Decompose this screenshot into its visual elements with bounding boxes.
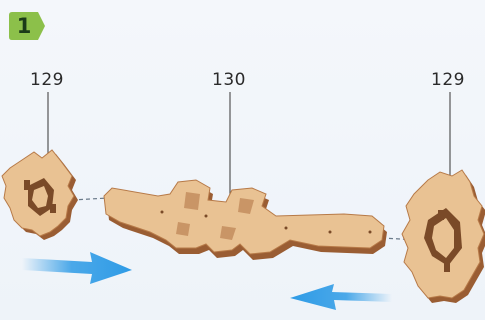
part-label-left-gear: 129 xyxy=(30,70,64,90)
left-gear-part xyxy=(2,150,78,240)
step-badge: 1 xyxy=(9,12,45,40)
right-gear-part xyxy=(402,170,485,303)
right-pointing-arrow-icon xyxy=(22,252,132,284)
left-pointing-arrow-icon xyxy=(290,284,392,310)
part-label-shaft: 130 xyxy=(212,70,246,90)
shaft-part xyxy=(104,180,387,260)
part-label-right-gear: 129 xyxy=(431,70,465,90)
step-number: 1 xyxy=(9,12,39,40)
